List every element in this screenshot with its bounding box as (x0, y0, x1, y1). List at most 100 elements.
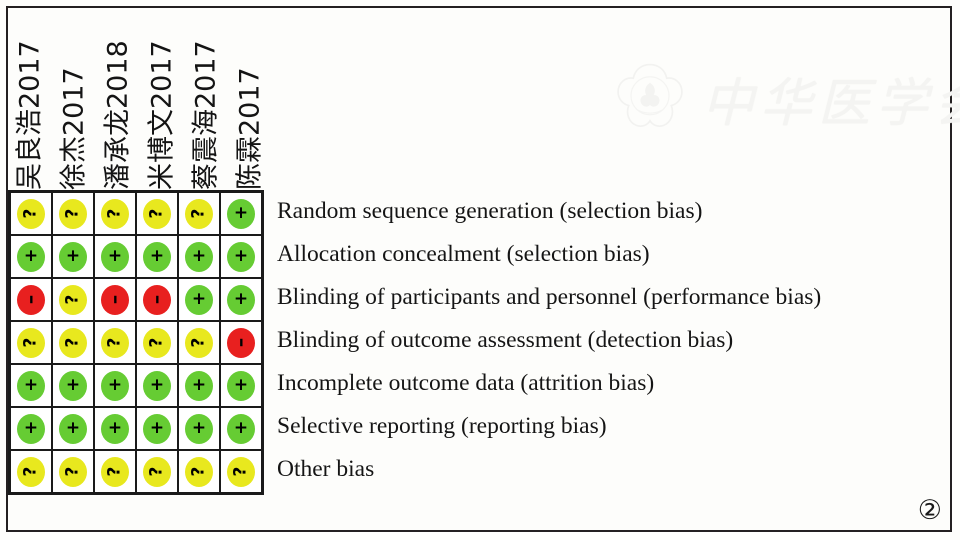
judgement-unclear-icon: ? (17, 198, 45, 229)
judgement-cell: + (10, 235, 52, 278)
judgement-glyph: + (233, 418, 249, 438)
judgement-glyph: + (233, 246, 249, 266)
judgement-high-icon: – (17, 284, 45, 315)
judgement-cell: ? (94, 192, 136, 235)
judgement-unclear-icon: ? (185, 327, 213, 358)
judgement-cell: + (136, 407, 178, 450)
judgement-glyph: + (65, 418, 81, 438)
judgement-low-icon: + (143, 241, 171, 272)
judgement-cell: + (94, 407, 136, 450)
judgement-glyph: + (107, 375, 123, 395)
judgement-glyph: ? (20, 466, 41, 477)
judgement-low-icon: + (17, 413, 45, 444)
judgement-cell: ? (136, 321, 178, 364)
judgement-glyph: ? (62, 466, 83, 477)
judgement-glyph: + (191, 375, 207, 395)
judgement-unclear-icon: ? (185, 456, 213, 487)
judgement-unclear-icon: ? (143, 456, 171, 487)
study-header-label: 蔡震海2017 (190, 40, 222, 190)
judgement-high-icon: – (227, 327, 255, 358)
grid-row: ++++++ (10, 364, 262, 407)
judgement-unclear-icon: ? (101, 327, 129, 358)
judgement-cell: + (178, 407, 220, 450)
judgement-glyph: + (149, 375, 165, 395)
judgement-cell: + (10, 407, 52, 450)
judgement-glyph: ? (146, 466, 167, 477)
judgement-cell: + (52, 235, 94, 278)
judgement-cell: ? (52, 192, 94, 235)
grid-row: ++++++ (10, 235, 262, 278)
study-header-1: 吴良浩2017 (8, 14, 52, 190)
judgement-low-icon: + (185, 370, 213, 401)
judgement-cell: + (178, 235, 220, 278)
judgement-glyph: ? (104, 208, 125, 219)
judgement-unclear-icon: ? (101, 198, 129, 229)
judgement-cell: ? (94, 321, 136, 364)
study-header-6: 陈霖2017 (228, 14, 272, 190)
judgement-cell: ? (178, 450, 220, 493)
judgement-unclear-icon: ? (59, 327, 87, 358)
judgement-low-icon: + (59, 413, 87, 444)
judgement-low-icon: + (101, 241, 129, 272)
judgement-glyph: ? (20, 337, 41, 348)
judgement-cell: + (10, 364, 52, 407)
judgement-glyph: ? (104, 337, 125, 348)
grid-row: ????? – (10, 321, 262, 364)
judgement-glyph: ? (20, 208, 41, 219)
judgement-low-icon: + (227, 241, 255, 272)
grid-row: ?????? (10, 450, 262, 493)
judgement-low-icon: + (17, 370, 45, 401)
bias-domain-label: Random sequence generation (selection bi… (277, 198, 703, 224)
judgement-glyph: + (149, 418, 165, 438)
judgement-glyph: ? (62, 208, 83, 219)
judgement-cell: + (94, 235, 136, 278)
judgement-glyph: – (103, 294, 126, 305)
judgement-cell: ? (52, 450, 94, 493)
judgement-cell: ? (52, 321, 94, 364)
judgement-cell: ? (10, 192, 52, 235)
judgement-unclear-icon: ? (17, 327, 45, 358)
judgement-cell: + (220, 278, 262, 321)
judgement-cell: + (136, 235, 178, 278)
bias-domain-labels: Random sequence generation (selection bi… (277, 190, 949, 491)
judgement-cell: + (136, 364, 178, 407)
judgement-cell: ? (10, 450, 52, 493)
judgement-high-icon: – (143, 284, 171, 315)
judgement-glyph: + (23, 418, 39, 438)
bias-domain-label: Other bias (277, 456, 375, 482)
judgement-glyph: ? (146, 337, 167, 348)
judgement-low-icon: + (185, 241, 213, 272)
study-header-3: 潘承龙2018 (96, 14, 140, 190)
judgement-cell: ? (220, 450, 262, 493)
bias-domain-label: Blinding of participants and personnel (… (277, 284, 822, 310)
bias-domain-label: Blinding of outcome assessment (detectio… (277, 327, 734, 353)
judgement-glyph: + (233, 203, 249, 223)
judgement-cell: ? (94, 450, 136, 493)
judgement-glyph: + (149, 246, 165, 266)
judgement-glyph: + (191, 418, 207, 438)
judgement-cell: + (178, 278, 220, 321)
judgement-low-icon: + (17, 241, 45, 272)
judgement-low-icon: + (101, 413, 129, 444)
judgement-unclear-icon: ? (143, 198, 171, 229)
judgement-cell: – (136, 278, 178, 321)
judgement-cell: – (220, 321, 262, 364)
judgement-cell: ? (136, 192, 178, 235)
study-header-4: 米博文2017 (140, 14, 184, 190)
judgement-cell: + (94, 364, 136, 407)
grid-row: + + + + + + (10, 407, 262, 450)
judgement-glyph: ? (62, 294, 83, 305)
judgement-cell: + (52, 364, 94, 407)
judgement-glyph: ? (146, 208, 167, 219)
judgement-glyph: ? (188, 337, 209, 348)
judgement-unclear-icon: ? (17, 456, 45, 487)
judgement-cell: – (10, 278, 52, 321)
judgement-unclear-icon: ? (185, 198, 213, 229)
panel-marker: ② (917, 495, 942, 526)
judgement-glyph: + (65, 375, 81, 395)
judgement-cell: + (220, 235, 262, 278)
judgement-cell: ? (178, 321, 220, 364)
judgement-low-icon: + (143, 413, 171, 444)
judgement-unclear-icon: ? (143, 327, 171, 358)
